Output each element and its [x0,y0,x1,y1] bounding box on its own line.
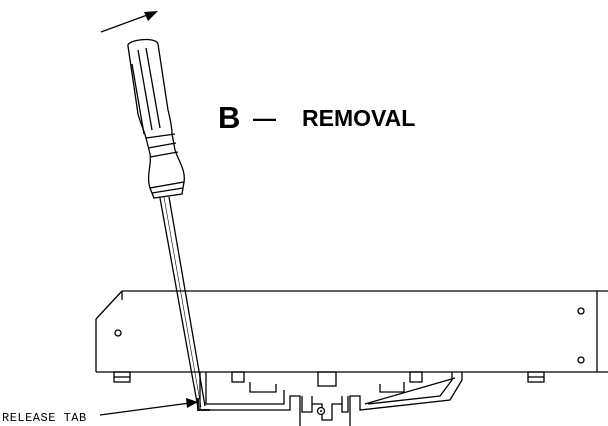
release-tab-label: RELEASE TAB [2,411,87,425]
title-letter: B [218,100,240,135]
screw-hole [577,307,585,315]
screw-hole [114,329,122,337]
chassis-panel [95,290,608,373]
release-tab-callout: RELEASE TAB [2,398,198,425]
title-word: REMOVAL [302,105,415,131]
diagram-title: B — REMOVAL [218,100,415,135]
screw-hole [577,356,585,364]
release-bracket [197,371,463,426]
direction-arrow [100,11,158,33]
title-dash: — [253,105,276,131]
screwdriver [127,38,206,409]
chassis-feet [113,371,545,383]
